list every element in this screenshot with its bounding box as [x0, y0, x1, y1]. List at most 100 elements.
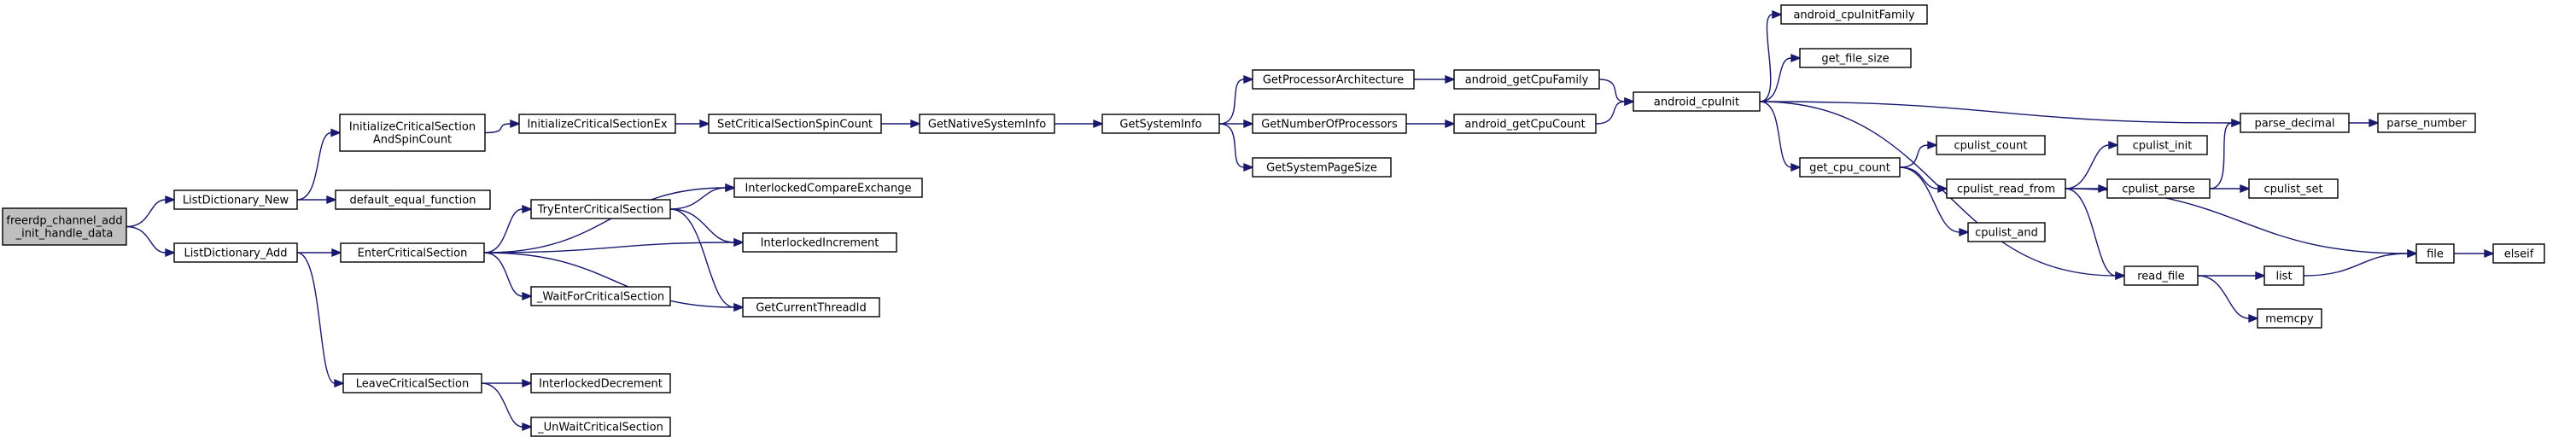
node-clinit[interactable]: cpulist_init	[2117, 135, 2208, 155]
node-gsps[interactable]: GetSystemPageSize	[1252, 157, 1392, 178]
node-label: ListDictionary_New	[183, 195, 289, 207]
node-clset[interactable]: cpulist_set	[2248, 178, 2339, 199]
edge-line	[669, 187, 727, 210]
node-label: list	[2275, 271, 2292, 283]
edge-line	[483, 252, 523, 297]
node-ilinc[interactable]: InterlockedIncrement	[742, 232, 897, 253]
edge-gsi-to-gsps	[1218, 123, 1254, 172]
edge-ldadd-to-lcs	[296, 252, 345, 388]
node-tecs[interactable]: TryEnterCriticalSection	[530, 199, 671, 219]
node-gnop[interactable]: GetNumberOfProcessors	[1252, 114, 1407, 134]
node-label: _WaitForCriticalSection	[536, 291, 664, 304]
node-icsex[interactable]: InitializeCriticalSectionEx	[518, 114, 676, 134]
arrowhead	[699, 119, 710, 129]
edge-line	[484, 123, 511, 134]
edge-line	[126, 199, 166, 228]
arrowhead	[1243, 74, 1254, 85]
edge-gcc-to-cland	[1899, 166, 1970, 237]
node-box	[742, 232, 897, 253]
node-cland[interactable]: cpulist_and	[1967, 222, 2046, 242]
arrowhead	[1937, 184, 1948, 194]
node-ldadd[interactable]: ListDictionary_Add	[173, 242, 298, 263]
arrowhead	[334, 378, 345, 388]
node-box	[1101, 114, 1220, 134]
node-box	[2123, 265, 2199, 286]
node-root[interactable]: freerdp_channel_add_init_handle_data	[2, 207, 127, 246]
node-pdec[interactable]: parse_decimal	[2240, 113, 2350, 133]
edge-gnop-to-agcc	[1406, 119, 1456, 129]
node-label: LeaveCriticalSection	[356, 378, 469, 391]
node-acif[interactable]: android_cpuInitFamily	[1780, 4, 1928, 25]
node-ecs[interactable]: EnterCriticalSection	[340, 242, 485, 263]
arrowhead	[1093, 119, 1104, 129]
node-ldnew[interactable]: ListDictionary_New	[173, 189, 298, 210]
arrowhead	[725, 183, 736, 193]
edge-line	[1899, 144, 1929, 168]
node-agcf[interactable]: android_getCpuFamily	[1453, 69, 1600, 90]
node-box	[1252, 69, 1415, 90]
node-box	[530, 286, 671, 306]
node-clparse[interactable]: cpulist_parse	[2106, 178, 2211, 199]
node-box	[530, 199, 671, 219]
node-list[interactable]: list	[2263, 265, 2304, 286]
edge-rf-to-memcpy	[2197, 275, 2259, 324]
node-box	[340, 242, 485, 263]
node-pnum[interactable]: parse_number	[2377, 113, 2476, 133]
node-clrf[interactable]: cpulist_read_from	[1946, 178, 2066, 199]
arrowhead	[1445, 119, 1456, 129]
edge-line	[1899, 166, 1960, 233]
node-gpa[interactable]: GetProcessorArchitecture	[1252, 69, 1415, 90]
edge-line	[2065, 188, 2117, 277]
node-memcpy[interactable]: memcpy	[2257, 308, 2322, 329]
node-ildec[interactable]: InterlockedDecrement	[530, 373, 671, 393]
node-box	[2377, 113, 2476, 133]
node-label: cpulist_and	[1975, 227, 2038, 240]
arrowhead	[522, 204, 533, 214]
edge-line	[483, 242, 735, 254]
node-gfs[interactable]: get_file_size	[1799, 48, 1912, 68]
arrowhead	[1790, 53, 1802, 63]
edge-lcs-to-ildec	[482, 378, 533, 388]
node-agcc[interactable]: android_getCpuCount	[1453, 114, 1597, 134]
edge-gcc-to-clcount	[1899, 140, 1938, 168]
node-label: ListDictionary_Add	[184, 248, 287, 260]
edge-clparse-to-clset	[2210, 184, 2251, 194]
node-label: freerdp_channel_add	[6, 215, 122, 228]
node-aci[interactable]: android_cpuInit	[1633, 91, 1761, 112]
edge-line	[296, 252, 336, 384]
nodes-layer: freerdp_channel_add_init_handle_dataList…	[2, 4, 2545, 437]
node-rf[interactable]: read_file	[2123, 265, 2199, 286]
node-label: android_cpuInit	[1654, 96, 1739, 109]
node-gnsi[interactable]: GetNativeSystemInfo	[919, 114, 1055, 134]
node-wfcs[interactable]: _WaitForCriticalSection	[530, 286, 671, 306]
node-lcs[interactable]: LeaveCriticalSection	[342, 373, 482, 393]
node-uwcs[interactable]: _UnWaitCriticalSection	[530, 417, 671, 437]
node-label: android_cpuInitFamily	[1793, 9, 1914, 22]
node-ilce[interactable]: InterlockedCompareExchange	[733, 178, 923, 198]
node-gcc[interactable]: get_cpu_count	[1799, 157, 1901, 178]
edge-line	[1759, 101, 2233, 124]
node-clcount[interactable]: cpulist_count	[1936, 135, 2046, 155]
edge-ldnew-to-icsasc	[296, 128, 342, 201]
edge-clrf-to-rf	[2065, 188, 2126, 281]
node-gctid[interactable]: GetCurrentThreadId	[742, 297, 880, 318]
node-scssc[interactable]: SetCriticalSectionSpinCount	[708, 114, 882, 134]
node-box	[335, 189, 491, 210]
edge-gsi-to-gpa	[1218, 74, 1254, 125]
node-label: cpulist_parse	[2122, 184, 2195, 196]
node-defeq[interactable]: default_equal_function	[335, 189, 491, 210]
node-box	[2248, 178, 2339, 199]
edge-line	[2209, 122, 2233, 189]
node-label: android_getCpuCount	[1464, 119, 1585, 131]
node-file[interactable]: file	[2415, 243, 2455, 264]
node-box	[1252, 157, 1392, 178]
arrowhead	[510, 119, 521, 129]
edge-ecs-to-wfcs	[483, 252, 533, 301]
node-label: GetProcessorArchitecture	[1263, 74, 1404, 87]
node-elseif[interactable]: elseif	[2492, 243, 2545, 264]
edge-root-to-ldnew	[126, 195, 176, 228]
arrowhead	[2098, 184, 2109, 194]
edge-list-to-file	[2303, 248, 2418, 277]
node-gsi[interactable]: GetSystemInfo	[1101, 114, 1220, 134]
